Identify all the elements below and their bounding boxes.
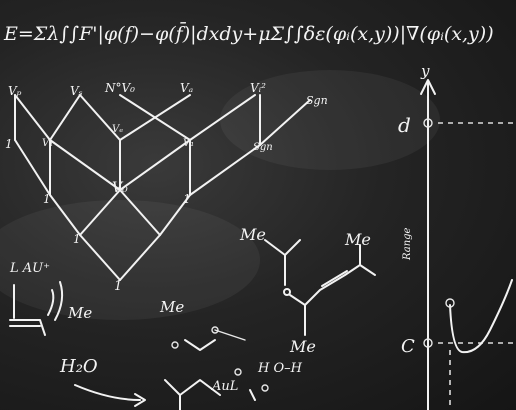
top-label-3: N°V₀ — [104, 81, 135, 95]
y-axis-label: y — [420, 62, 430, 80]
water-label: H₂O — [59, 356, 98, 377]
me-label-1: Me — [239, 225, 266, 244]
top-label-1: Vₚ — [8, 84, 22, 98]
top-label-2: Vₛ — [70, 84, 83, 98]
side-label-2: 1 — [43, 192, 51, 206]
top-label-6: Sgn — [306, 94, 328, 107]
me-label-5: Me — [159, 298, 184, 316]
top-label-5: Vᵢ² — [250, 81, 266, 95]
side-label-1: 1 — [5, 137, 13, 151]
d-label: d — [398, 113, 411, 137]
catalyst-label: L AU⁺ — [9, 261, 50, 276]
mid-label-3: V₁ — [183, 138, 194, 149]
gold-label: AuL — [211, 379, 238, 394]
top-label-4: Vₐ — [180, 81, 193, 95]
c-label: C — [401, 336, 415, 357]
mid-label-1: V₁ — [42, 138, 53, 149]
me-label-3: Me — [289, 337, 316, 356]
lattice-diagram: Vₚ Vₛ N°V₀ Vₐ Vᵢ² Sgn V₁ Vₑ V₁ Sgn V₀ 1 … — [5, 81, 328, 294]
bottom-label: 1 — [114, 279, 122, 294]
side-label-3: 1 — [73, 232, 81, 246]
me-label-2: Me — [344, 230, 371, 249]
low-label-1: V₀ — [112, 180, 128, 196]
hydroxyl-label: H O–H — [257, 361, 303, 376]
me-label-4: Me — [67, 304, 92, 322]
function-plot: y d C Range — [398, 62, 516, 410]
mid-label-4: Sgn — [253, 142, 273, 153]
equation-text: E=Σλ∫∫F'|φ(f)−φ(f̄)|dxdy+μΣ∫∫δε(φᵢ(x,y))… — [3, 21, 494, 45]
molecule-structure: Me Me Me — [239, 225, 376, 356]
range-label: Range — [402, 227, 413, 261]
mid-label-2: Vₑ — [112, 124, 123, 135]
reaction-scheme: L AU⁺ Me Me H₂O AuL H O–H — [9, 261, 303, 410]
side-label-4: 1 — [183, 192, 191, 206]
